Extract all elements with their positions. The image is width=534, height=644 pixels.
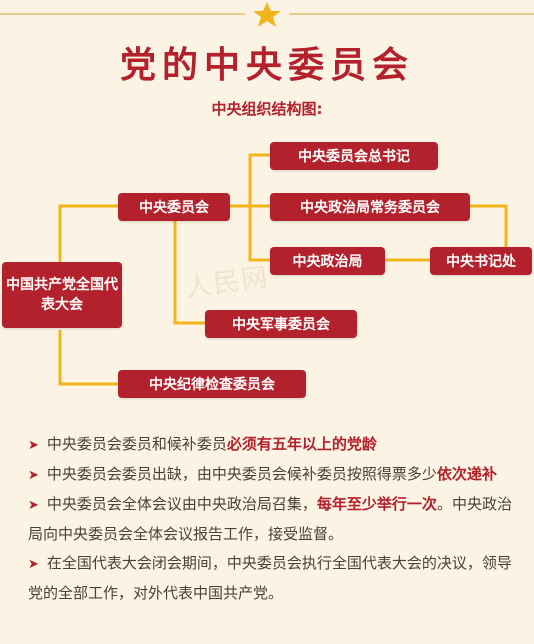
arrow-bullet-icon: ➤ [28,438,39,453]
arrow-bullet-icon: ➤ [28,498,39,513]
page-title: 党的中央委员会 [119,44,414,86]
arrow-bullet-icon: ➤ [28,468,39,483]
arrow-bullet-icon: ➤ [28,557,39,572]
node-national-congress: 中国共产党全国代表大会 [2,262,122,328]
header-decoration [0,2,534,27]
node-discipline-commission: 中央纪律检查委员会 [118,370,306,398]
note-item: ➤中央委员会全体会议由中央政治局召集，每年至少举行一次。中央政治局向中央委员会全… [28,495,512,543]
node-central-committee: 中央委员会 [118,193,230,221]
chart-subtitle: 中央组织结构图: [211,100,323,118]
note-item: ➤中央委员会委员出缺，由中央委员会候补委员按照得票多少依次递补 [28,465,497,483]
node-politburo-standing-committee: 中央政治局常务委员会 [270,193,470,221]
connector-lines [58,153,508,386]
node-secretariat: 中央书记处 [430,247,532,275]
node-military-commission: 中央军事委员会 [205,310,357,338]
note-item: ➤在全国代表大会闭会期间，中央委员会执行全国代表大会的决议，领导党的全部工作，对… [28,554,512,602]
node-general-secretary: 中央委员会总书记 [270,142,438,170]
node-politburo: 中央政治局 [270,247,385,275]
star-icon [253,2,281,27]
note-item: ➤中央委员会委员和候补委员必须有五年以上的党龄 [28,435,377,453]
notes-list: ➤中央委员会委员和候补委员必须有五年以上的党龄 ➤中央委员会委员出缺，由中央委员… [28,430,518,608]
